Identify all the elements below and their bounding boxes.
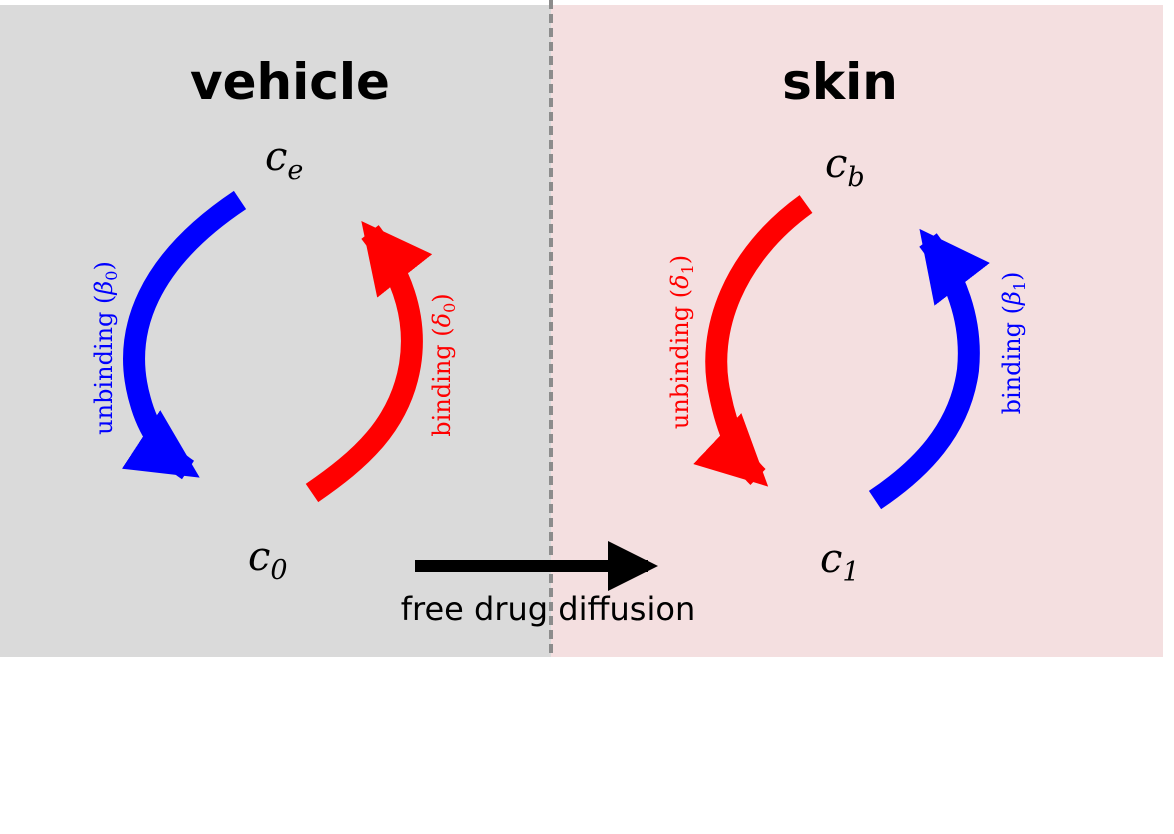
unbinding-delta1-label: unbinding (δ1) [666,255,697,429]
vehicle-region [0,5,551,657]
unbinding-beta0-label: unbinding (β0) [90,261,121,435]
node-c-0: c0 [248,534,288,586]
binding-beta1-arrow [868,228,990,510]
binding-delta0-label: binding (δ0) [428,293,459,436]
unbinding-delta1-arrow [693,195,813,487]
unbinding-beta0-arrow [121,190,247,480]
node-c-b: cb [825,141,865,193]
skin-title: skin [782,53,898,111]
vehicle-title: vehicle [190,53,390,111]
diffusion-label: free drug diffusion [401,590,695,628]
node-c-e: ce [265,134,303,186]
binding-delta0-arrow [305,221,433,503]
binding-beta1-label: binding (β1) [998,272,1029,415]
node-c-1: c1 [820,536,860,588]
